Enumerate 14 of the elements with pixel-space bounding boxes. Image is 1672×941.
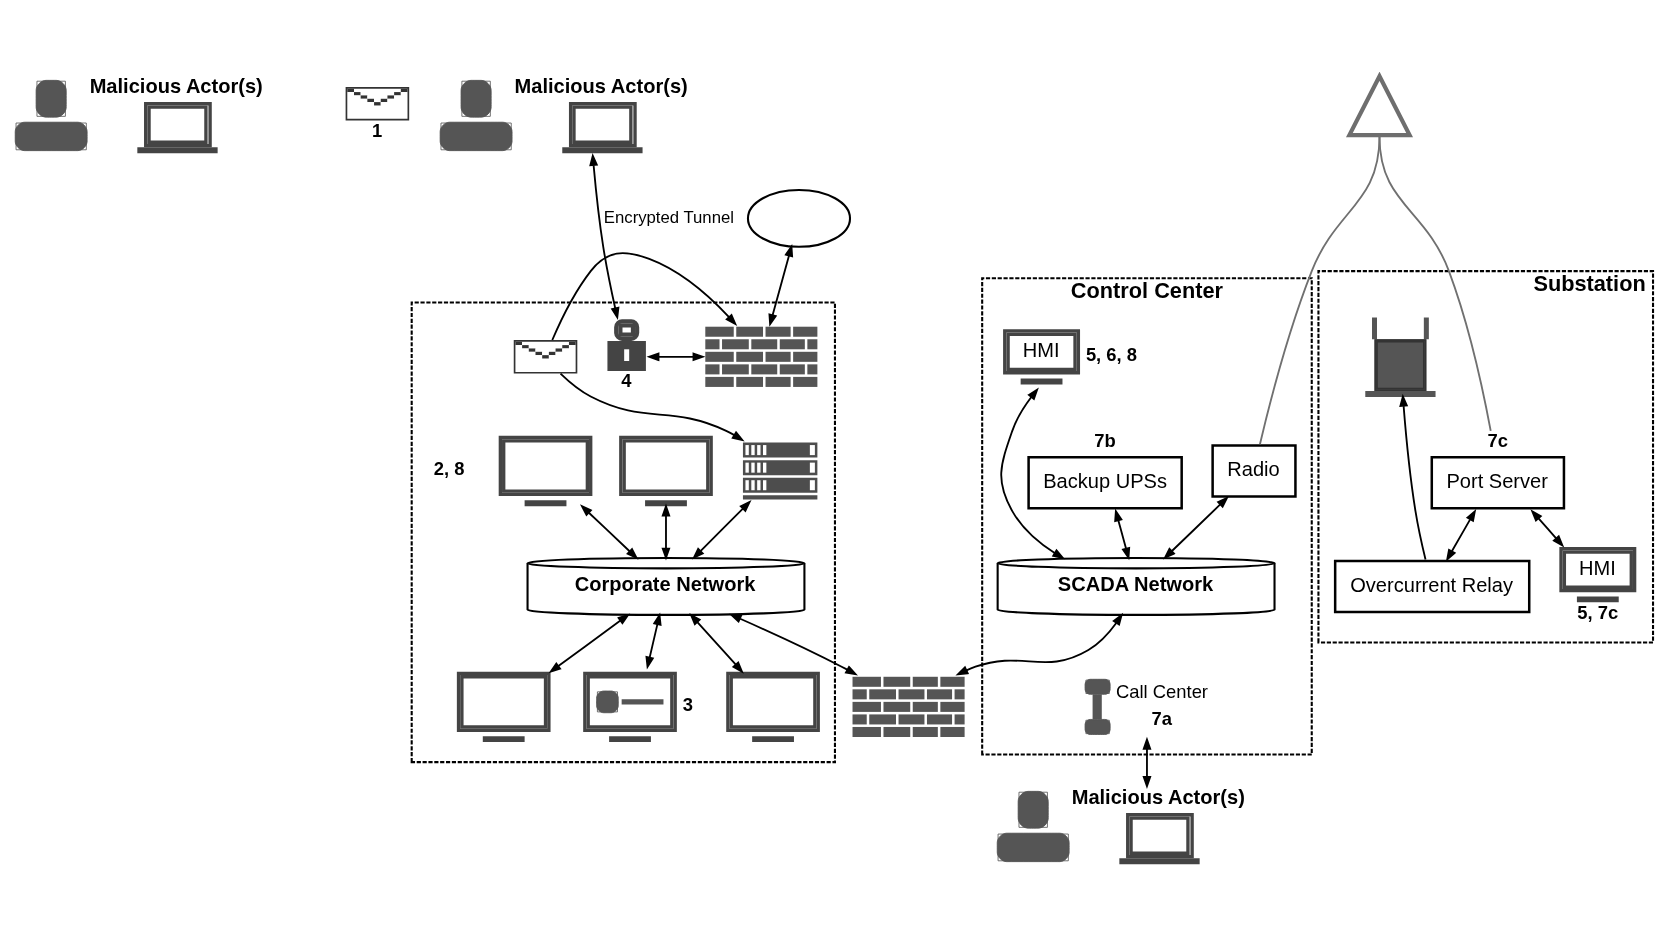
- node-label: Malicious Actor(s): [1071, 785, 1245, 808]
- node-label: Call Center: [1116, 680, 1209, 702]
- node-label: 7c: [1487, 429, 1508, 451]
- node-label: 1: [371, 119, 383, 141]
- node-label: Malicious Actor(s): [89, 74, 263, 97]
- node-label: 4: [621, 369, 632, 391]
- node-label: 5, 6, 8: [1085, 343, 1138, 365]
- node-label: 7a: [1151, 707, 1173, 729]
- node-label: 7b: [1094, 429, 1116, 451]
- node-label: 5, 7c: [1577, 601, 1619, 623]
- node-label: Malicious Actor(s): [514, 74, 688, 97]
- edge-label: Encrypted Tunnel: [603, 207, 734, 227]
- node-label: 3: [682, 693, 693, 715]
- label: 2, 8: [433, 457, 465, 479]
